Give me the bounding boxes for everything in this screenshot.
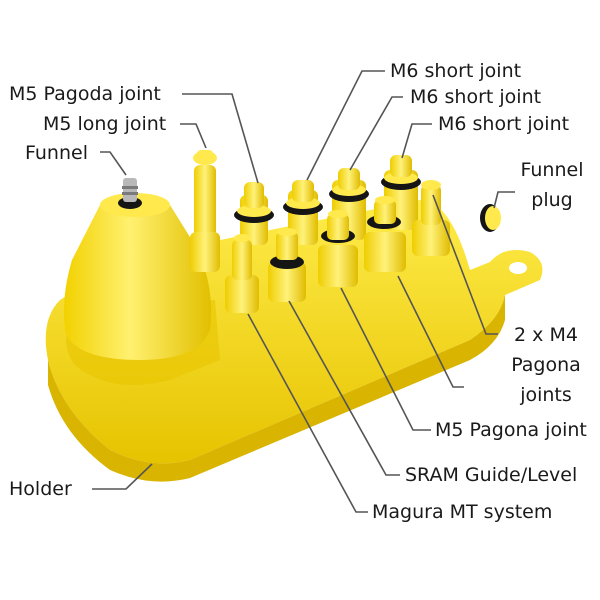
label-funnel-plug: Funnel plug (520, 159, 584, 211)
adapter-icon (412, 180, 450, 256)
label-m6-short-joint-1: M6 short joint (390, 60, 522, 82)
label-holder: Holder (9, 478, 72, 500)
label-m5-pagoda-joint: M5 Pagoda joint (9, 83, 161, 105)
adapter-icon (364, 196, 406, 272)
label-m6-short-joint-2: M6 short joint (410, 86, 542, 108)
adapter-icon (480, 204, 501, 232)
label-magura-mt-system: Magura MT system (372, 501, 553, 523)
adapter-icon (268, 228, 306, 302)
label-2x-m4-pagona-joints: 2 x M4 Pagona joints (511, 324, 581, 406)
label-funnel: Funnel (25, 142, 88, 164)
leader-lines (92, 70, 515, 513)
adapter-icon (318, 210, 358, 287)
label-m5-long-joint: M5 long joint (43, 113, 167, 135)
adapter-icon (234, 182, 274, 245)
funnel-icon (64, 178, 212, 360)
label-m5-pagona-joint: M5 Pagona joint (435, 419, 587, 441)
adapter-icon (225, 234, 259, 313)
label-sram-guide-level: SRAM Guide/Level (405, 464, 578, 486)
adapter-icon (190, 150, 220, 272)
label-m6-short-joint-3: M6 short joint (438, 113, 570, 135)
